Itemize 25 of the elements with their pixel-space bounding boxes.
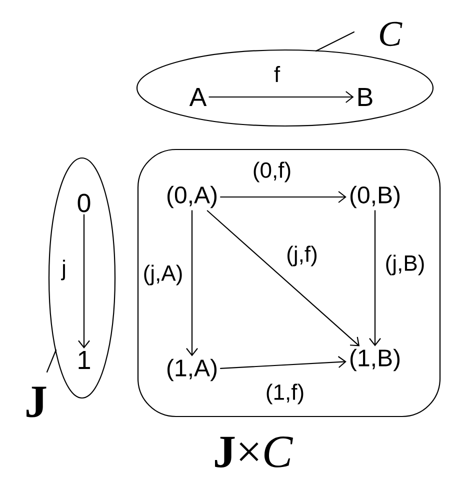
- object-label: (1,A): [168, 358, 217, 382]
- category-label: C: [380, 22, 402, 46]
- arrow-label: f: [274, 66, 280, 82]
- object-label: (1,B): [350, 348, 400, 372]
- arrow: [220, 356, 346, 369]
- arrow: [206, 210, 360, 346]
- object-label: (0,A): [168, 186, 217, 208]
- arrow-label: (j,f): [287, 246, 317, 266]
- arrow: [186, 210, 198, 356]
- arrow-label: (j,B): [386, 254, 424, 276]
- arrow: [78, 214, 90, 349]
- arrow: [220, 191, 346, 203]
- category-label: J×C: [215, 436, 294, 468]
- arrow: [369, 210, 381, 346]
- object-label: A: [189, 88, 207, 106]
- arrow-label: j: [61, 260, 65, 280]
- category-label: J: [26, 386, 46, 418]
- object-label: (0,B): [350, 186, 400, 208]
- arrow-label: (j,A): [144, 264, 182, 286]
- object-label: B: [358, 88, 372, 106]
- arrow-label: (0,f): [254, 162, 290, 182]
- object-label: 0: [78, 194, 90, 212]
- object-label: 1: [78, 351, 90, 369]
- arrow-label: (1,f): [266, 384, 304, 404]
- arrow: [208, 91, 354, 103]
